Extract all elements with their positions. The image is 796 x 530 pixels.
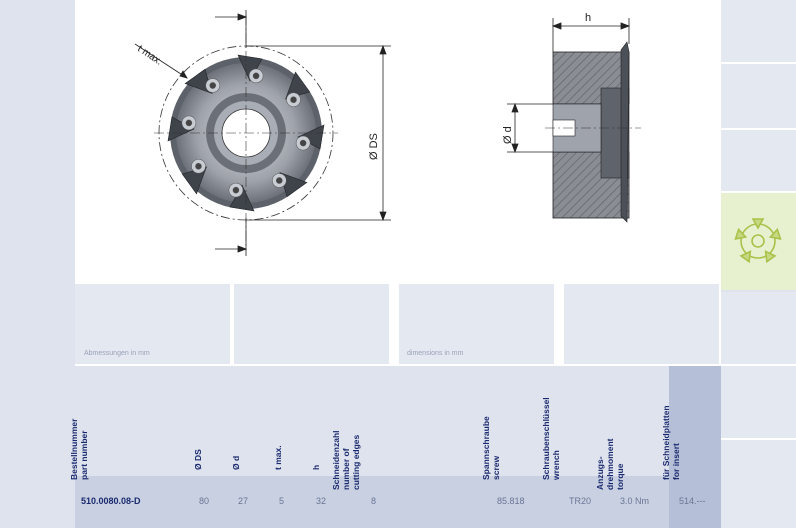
right-strip-cell	[721, 64, 796, 130]
h-dimension	[551, 18, 631, 52]
cell-h: 32	[316, 496, 327, 506]
header-h: h	[311, 464, 321, 470]
right-strip-cell	[721, 292, 796, 366]
grid-cell	[399, 284, 554, 364]
table-row[interactable]	[75, 476, 721, 528]
table-header-row	[75, 366, 721, 476]
cell-wrench: TR20	[569, 496, 592, 506]
header-tmax: t max.	[273, 445, 283, 470]
insert-pattern-icon	[734, 218, 782, 264]
side-view	[545, 41, 641, 223]
section-tab[interactable]	[721, 193, 796, 290]
tmax-label: t max.	[135, 43, 164, 67]
cell-torque: 3.0 Nm	[620, 496, 650, 506]
cell-part-number: 510.0080.08-D	[81, 496, 141, 506]
left-margin-strip	[0, 0, 75, 528]
cell-insert: 514.---	[679, 496, 706, 506]
caption-de: Abmessungen in mm	[84, 350, 150, 357]
cutter-drawing: t max. Ø DS Ø d h	[134, 10, 641, 256]
caption-en: dimensions in mm	[407, 350, 464, 357]
dimension-grid: Abmessungen in mm dimensions in mm	[75, 284, 721, 364]
right-strip-cell	[721, 366, 796, 440]
right-strip-cell	[721, 130, 796, 193]
technical-drawing: t max. Ø DS Ø d h	[75, 0, 721, 284]
ds-dimension	[246, 44, 391, 222]
header-ds: Ø DS	[193, 449, 203, 470]
cell-edges: 8	[371, 496, 377, 506]
cell-d: 27	[238, 496, 249, 506]
front-view	[154, 15, 338, 251]
grid-cell	[234, 284, 389, 364]
d-label: Ø d	[502, 126, 514, 144]
cell-ds: 80	[199, 496, 210, 506]
cell-tmax: 5	[279, 496, 285, 506]
ds-label: Ø DS	[368, 133, 380, 160]
highlight-column	[669, 366, 721, 528]
h-label: h	[585, 12, 591, 24]
grid-cell	[564, 284, 719, 364]
d-dimension	[507, 102, 553, 154]
header-d: Ø d	[231, 455, 241, 470]
right-strip-cell	[721, 0, 796, 64]
grid-cell	[75, 284, 230, 364]
right-strip-cell	[721, 440, 796, 530]
cell-screw: 85.818	[497, 496, 525, 506]
